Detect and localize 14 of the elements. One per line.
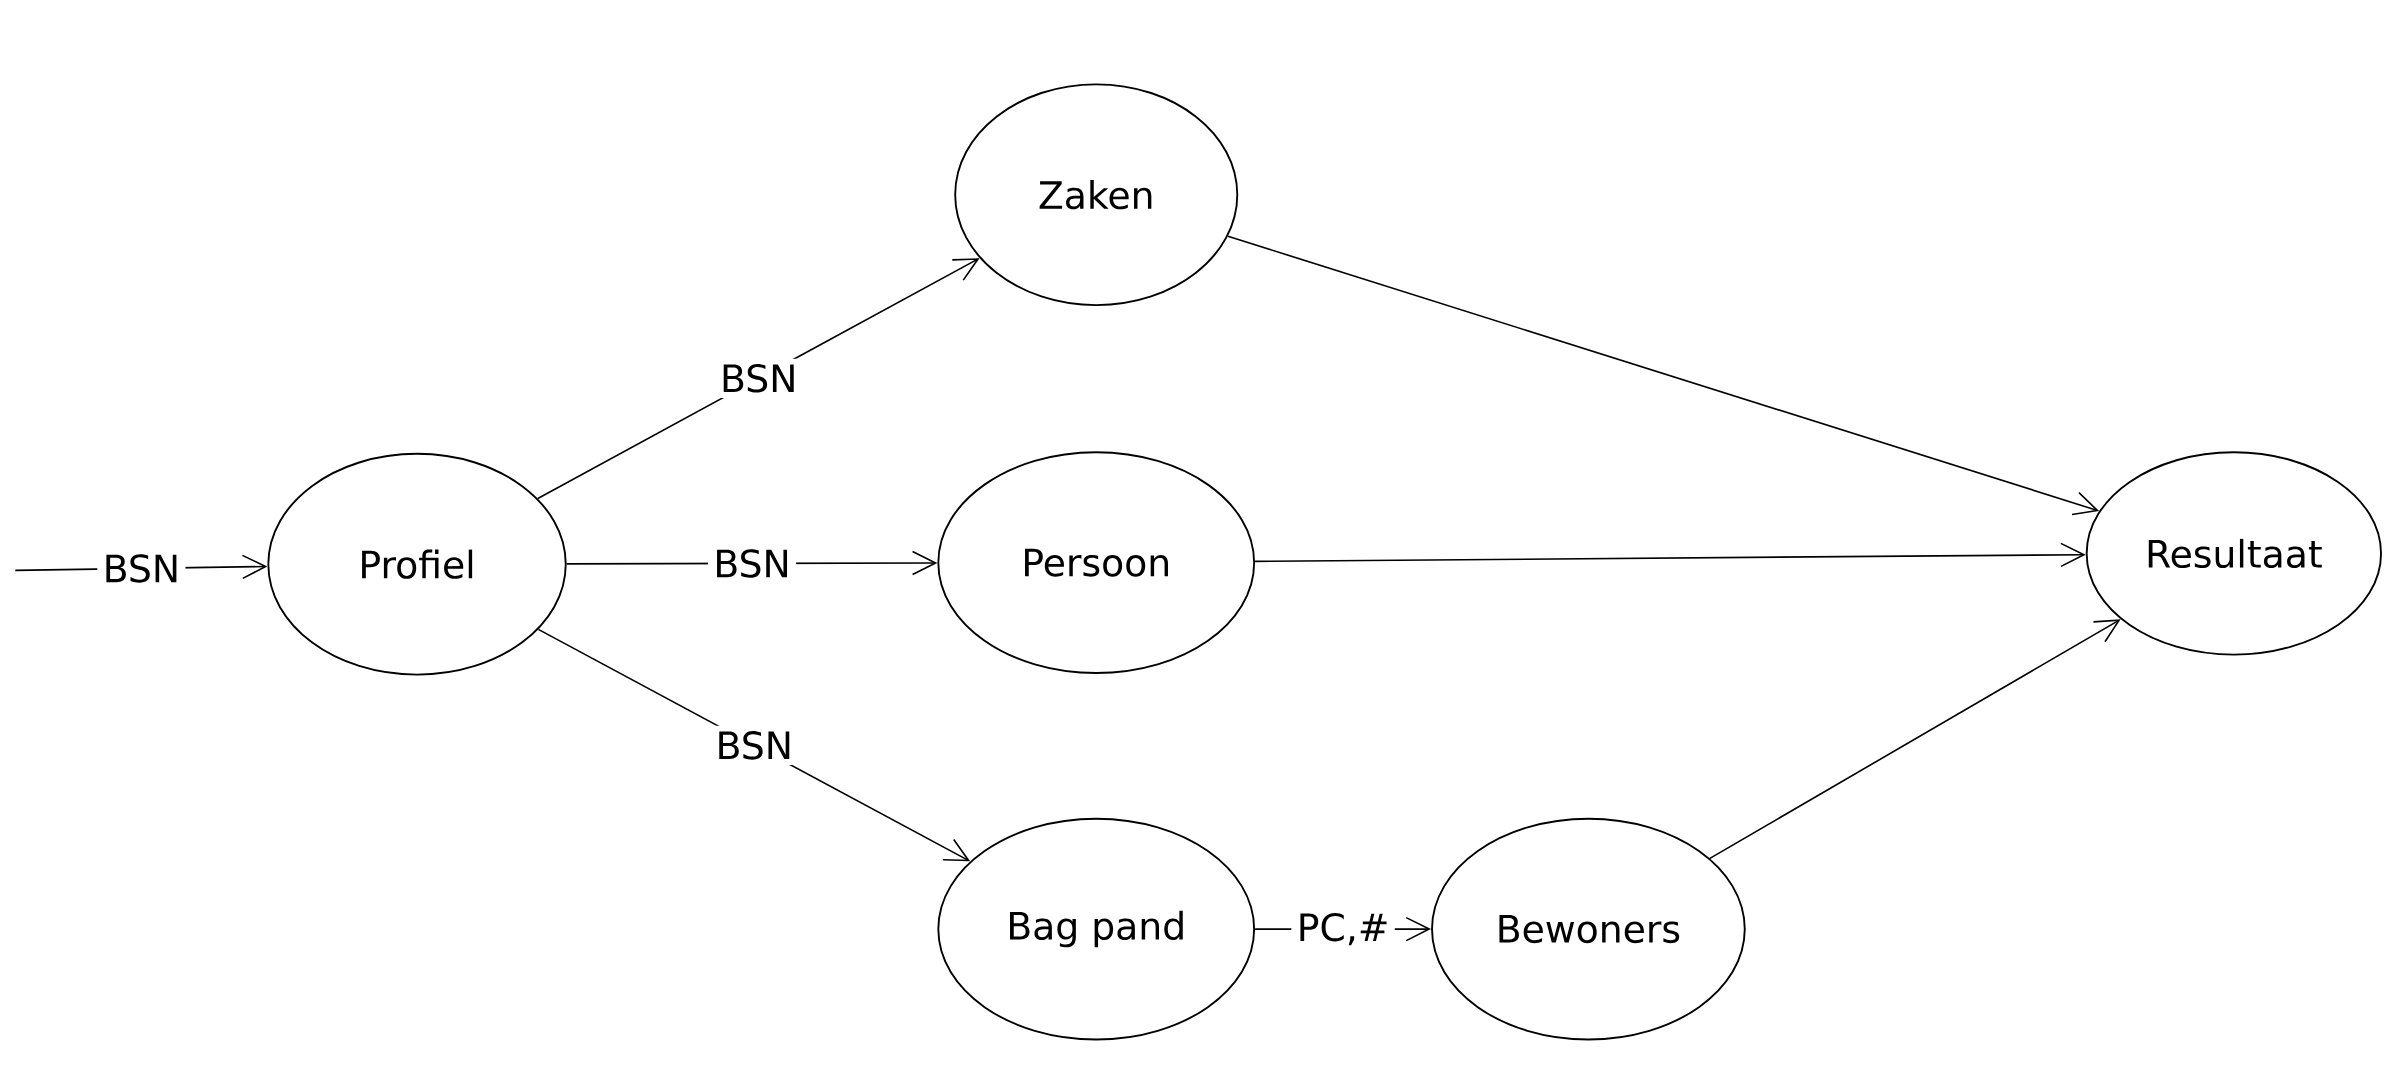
ellipse-node: Profiel (267, 453, 567, 676)
arrow (1254, 542, 2086, 568)
ellipse-node: Persoon (937, 451, 1256, 675)
ellipse-node: Resultaat (2085, 451, 2382, 656)
edge-label: BSN (714, 358, 803, 399)
ellipse-node: Zaken (954, 83, 1239, 307)
arrow (1227, 235, 2100, 516)
edge-label: BSN (710, 725, 799, 766)
edge-label: BSN (707, 543, 797, 584)
arrow (1709, 619, 2121, 860)
ellipse-node: Bewoners (1431, 817, 1746, 1041)
ellipse-node: Bag pand (937, 817, 1256, 1041)
edge-label: PC,# (1291, 907, 1395, 951)
edge-label: BSN (97, 548, 186, 589)
